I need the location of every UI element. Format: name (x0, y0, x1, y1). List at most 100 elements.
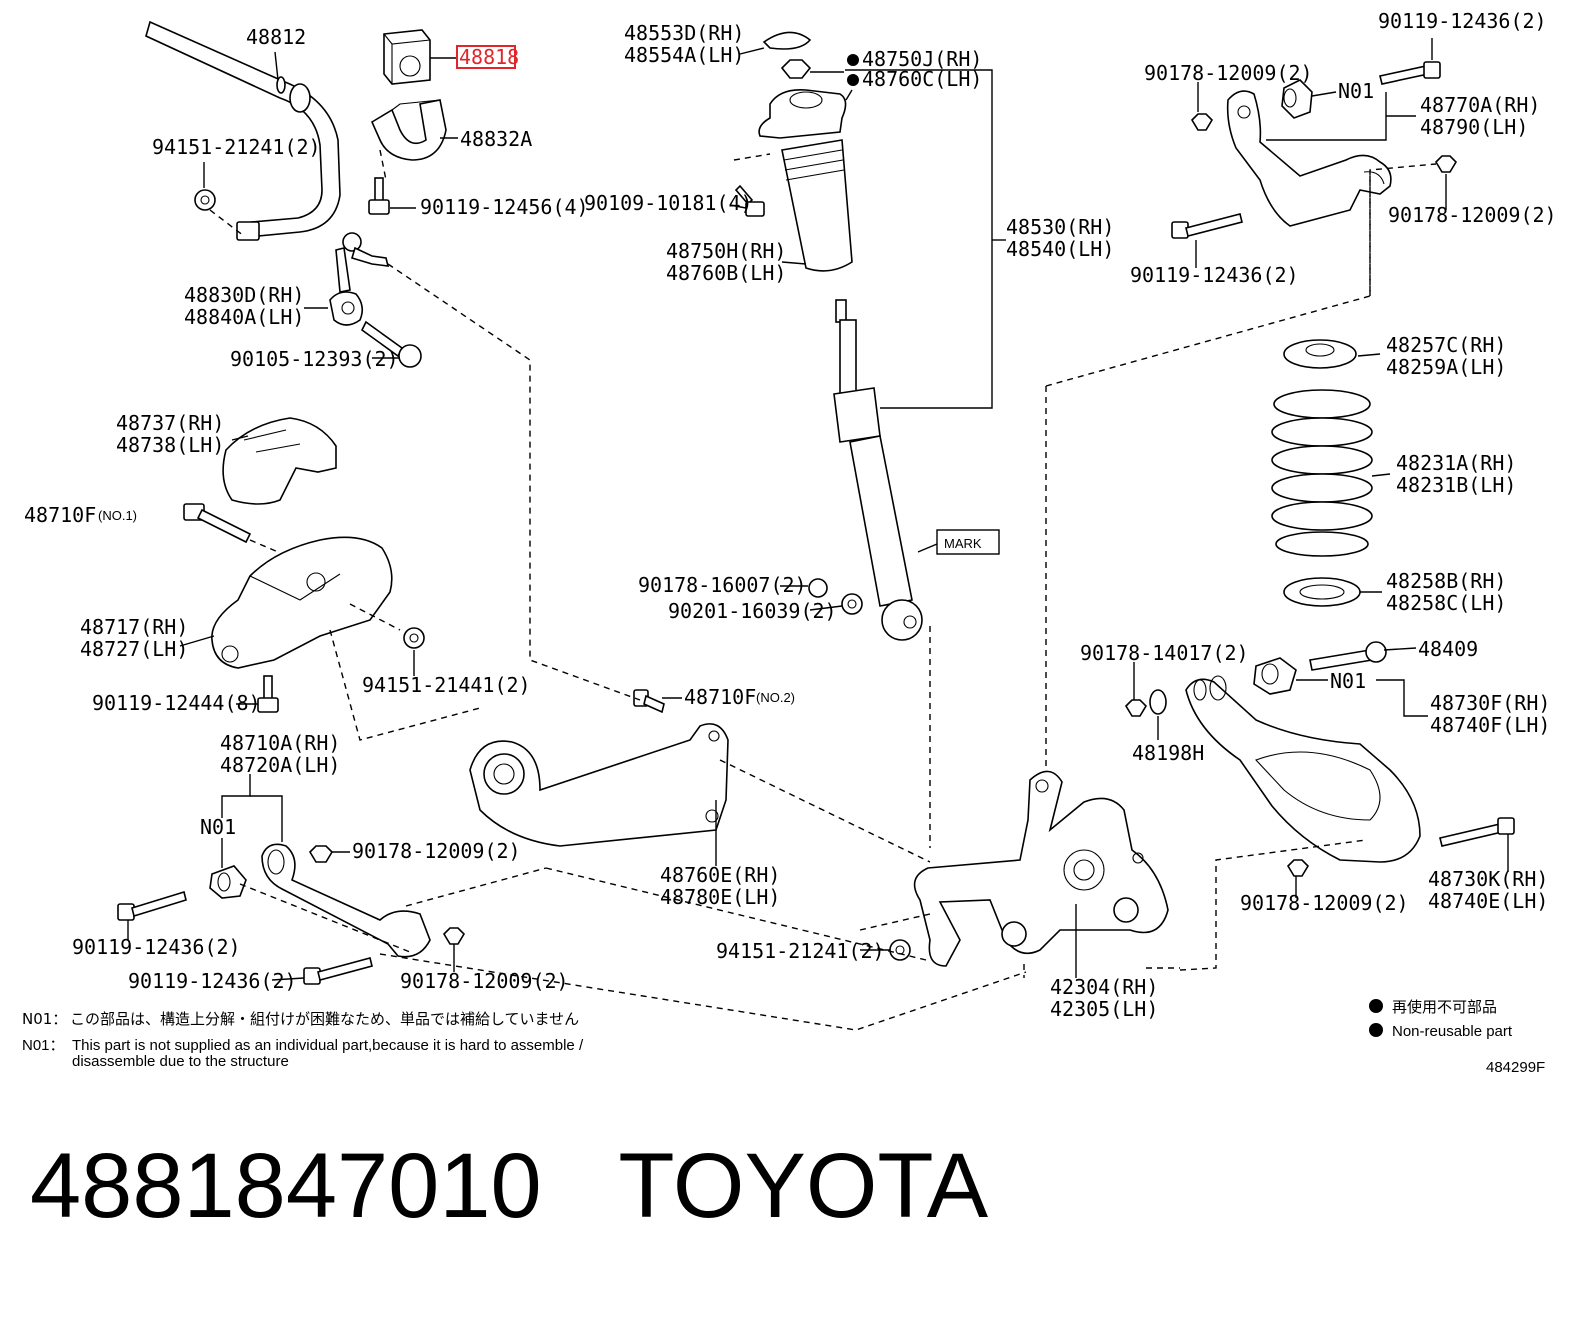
label-48231B[interactable]: 48231B(LH) (1396, 473, 1516, 497)
label-48258C[interactable]: 48258C(LH) (1386, 591, 1506, 615)
label-48710F-no1[interactable]: 48710F (24, 503, 96, 527)
bracket-48717[interactable] (211, 536, 393, 669)
bolt-90109-10181[interactable] (734, 184, 765, 217)
label-90119-12436-tl[interactable]: 90119-12436(2) (1130, 263, 1299, 287)
label-48737[interactable]: 48737(RH) (116, 411, 224, 435)
insulator-48257C[interactable] (1283, 339, 1357, 369)
bolt-48409[interactable] (1309, 641, 1387, 671)
upper-support-48750H[interactable] (758, 88, 853, 272)
bolt-90119-12436-tl[interactable] (1171, 213, 1243, 239)
bolt-48730K[interactable] (1439, 817, 1515, 847)
label-48750H[interactable]: 48750H(RH) (666, 239, 786, 263)
label-48830D[interactable]: 48830D(RH) (184, 283, 304, 307)
nut-90178-16007[interactable] (808, 578, 828, 598)
bolt-90119-12436-l1[interactable] (117, 890, 187, 921)
bolt-90119-12436-l2[interactable] (303, 957, 373, 985)
label-48750J[interactable]: 48750J(RH) (862, 47, 982, 71)
label-94151-21441[interactable]: 94151-21441(2) (362, 673, 531, 697)
nut-90178-12009-br[interactable] (1286, 859, 1310, 877)
label-90178-12009-right[interactable]: 90178-12009(2) (1388, 203, 1557, 227)
label-48258B[interactable]: 48258B(RH) (1386, 569, 1506, 593)
lower-arm-48730F[interactable] (1185, 675, 1421, 863)
bushing-n01-top[interactable] (1281, 79, 1313, 119)
label-90201-16039[interactable]: 90201-16039(2) (668, 599, 837, 623)
nut-94151-21241-top[interactable] (194, 189, 216, 211)
label-90105-12393[interactable]: 90105-12393(2) (230, 347, 399, 371)
label-48832A[interactable]: 48832A (460, 127, 532, 151)
label-48730F[interactable]: 48730F(RH) (1430, 691, 1550, 715)
washer-48198H[interactable] (1149, 689, 1167, 715)
label-48710A[interactable]: 48710A(RH) (220, 731, 340, 755)
nut-90178-12009-top[interactable] (1190, 113, 1214, 131)
nut-90178-12009-l[interactable] (308, 845, 334, 863)
label-n01-left[interactable]: N01 (200, 815, 236, 839)
label-48554A[interactable]: 48554A(LH) (624, 43, 744, 67)
label-90178-16007[interactable]: 90178-16007(2) (638, 573, 807, 597)
label-48760E[interactable]: 48760E(RH) (660, 863, 780, 887)
nut-48750J[interactable] (780, 59, 812, 79)
label-48409[interactable]: 48409 (1418, 637, 1478, 661)
label-90178-12009-br[interactable]: 90178-12009(2) (1240, 891, 1409, 915)
label-n01-top[interactable]: N01 (1338, 79, 1374, 103)
label-90119-12436-l1[interactable]: 90119-12436(2) (72, 935, 241, 959)
bracket-48832A[interactable] (370, 99, 447, 161)
label-48740E[interactable]: 48740E(LH) (1428, 889, 1548, 913)
bushing-48818[interactable] (383, 29, 431, 85)
label-48727[interactable]: 48727(LH) (80, 637, 188, 661)
label-48780E[interactable]: 48780E(LH) (660, 885, 780, 909)
stabilizer-link-48830D[interactable] (329, 232, 390, 326)
label-48740F[interactable]: 48740F(LH) (1430, 713, 1550, 737)
label-90178-14017[interactable]: 90178-14017(2) (1080, 641, 1249, 665)
bolt-48710F-no2[interactable] (633, 689, 665, 714)
label-48818[interactable]: 48818 (459, 45, 519, 69)
label-48717[interactable]: 48717(RH) (80, 615, 188, 639)
label-48231A[interactable]: 48231A(RH) (1396, 451, 1516, 475)
nut-90178-12009-b[interactable] (442, 927, 466, 945)
label-90109-10181[interactable]: 90109-10181(4) (584, 191, 753, 215)
bushing-n01-left[interactable] (209, 865, 247, 899)
label-48259A[interactable]: 48259A(LH) (1386, 355, 1506, 379)
knuckle-42304[interactable] (913, 770, 1169, 967)
label-90178-12009-l[interactable]: 90178-12009(2) (352, 839, 521, 863)
stabilizer-bar-48812[interactable] (145, 20, 341, 241)
label-48730K[interactable]: 48730K(RH) (1428, 867, 1548, 891)
label-48257C[interactable]: 48257C(RH) (1386, 333, 1506, 357)
lower-arm-48710A[interactable] (261, 843, 431, 958)
label-90178-12009-b[interactable]: 90178-12009(2) (400, 969, 569, 993)
label-94151-21241-bottom[interactable]: 94151-21241(2) (716, 939, 885, 963)
label-48738[interactable]: 48738(LH) (116, 433, 224, 457)
cover-48737[interactable] (222, 417, 337, 505)
bolt-90119-12436-top[interactable] (1379, 61, 1441, 85)
nut-90178-14017[interactable] (1124, 699, 1148, 717)
label-48840A[interactable]: 48840A(LH) (184, 305, 304, 329)
bolt-90105-12393[interactable] (360, 320, 422, 368)
bolt-48710F-no1[interactable] (183, 503, 252, 544)
label-90178-12009-top[interactable]: 90178-12009(2) (1144, 61, 1313, 85)
label-n01-right[interactable]: N01 (1330, 669, 1366, 693)
nut-94151-21241-bottom[interactable] (889, 939, 911, 961)
label-90119-12436-l2[interactable]: 90119-12436(2) (128, 969, 297, 993)
nut-90178-12009-right[interactable] (1434, 155, 1458, 173)
label-48540[interactable]: 48540(LH) (1006, 237, 1114, 261)
label-42305[interactable]: 42305(LH) (1050, 997, 1158, 1021)
insulator-48258B[interactable] (1283, 577, 1361, 607)
washer-90201-16039[interactable] (841, 593, 863, 615)
label-48760C[interactable]: 48760C(LH) (862, 67, 982, 91)
bolt-90119-12444[interactable] (257, 675, 279, 713)
label-48720A[interactable]: 48720A(LH) (220, 753, 340, 777)
label-48790[interactable]: 48790(LH) (1420, 115, 1528, 139)
cap-48553D[interactable] (762, 31, 812, 50)
label-90119-12444[interactable]: 90119-12444(8) (92, 691, 261, 715)
label-42304[interactable]: 42304(RH) (1050, 975, 1158, 999)
label-94151-21241-top[interactable]: 94151-21241(2) (152, 135, 321, 159)
label-48760B[interactable]: 48760B(LH) (666, 261, 786, 285)
upper-arm-48770A[interactable] (1226, 90, 1392, 227)
label-48812[interactable]: 48812 (246, 25, 306, 49)
label-90119-12436-top[interactable]: 90119-12436(2) (1378, 9, 1547, 33)
label-48710F-no2[interactable]: 48710F (684, 685, 756, 709)
label-48553D[interactable]: 48553D(RH) (624, 21, 744, 45)
coil-spring-48231A[interactable] (1271, 389, 1373, 557)
label-48198H[interactable]: 48198H (1132, 741, 1204, 765)
label-90119-12456[interactable]: 90119-12456(4) (420, 195, 589, 219)
label-48770A[interactable]: 48770A(RH) (1420, 93, 1540, 117)
